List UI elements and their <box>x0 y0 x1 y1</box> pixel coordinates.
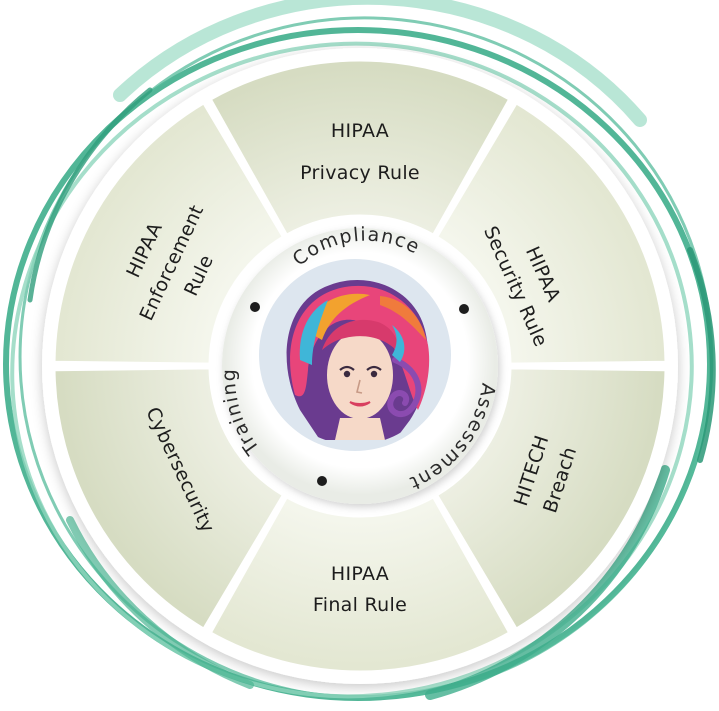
wheel-segment <box>208 58 512 238</box>
wheel-segments <box>52 58 668 674</box>
center-hub: Compliance Assessment Training <box>218 224 498 504</box>
ring-dot <box>317 476 327 486</box>
segment-privacy-line-1: HIPAA <box>331 120 389 142</box>
wheel-segment <box>52 366 286 632</box>
woman-portrait-icon <box>286 280 430 440</box>
wheel-segment <box>434 100 668 366</box>
wheel-segment <box>208 494 512 674</box>
wheel-segment <box>434 366 668 632</box>
ring-dot <box>250 302 260 312</box>
segment-privacy-line-2: Privacy Rule <box>300 162 420 184</box>
ring-dot <box>459 304 469 314</box>
wheel-segment <box>52 100 286 366</box>
segment-final-line-1: HIPAA <box>331 563 389 585</box>
segment-final-line-2: Final Rule <box>313 594 407 616</box>
